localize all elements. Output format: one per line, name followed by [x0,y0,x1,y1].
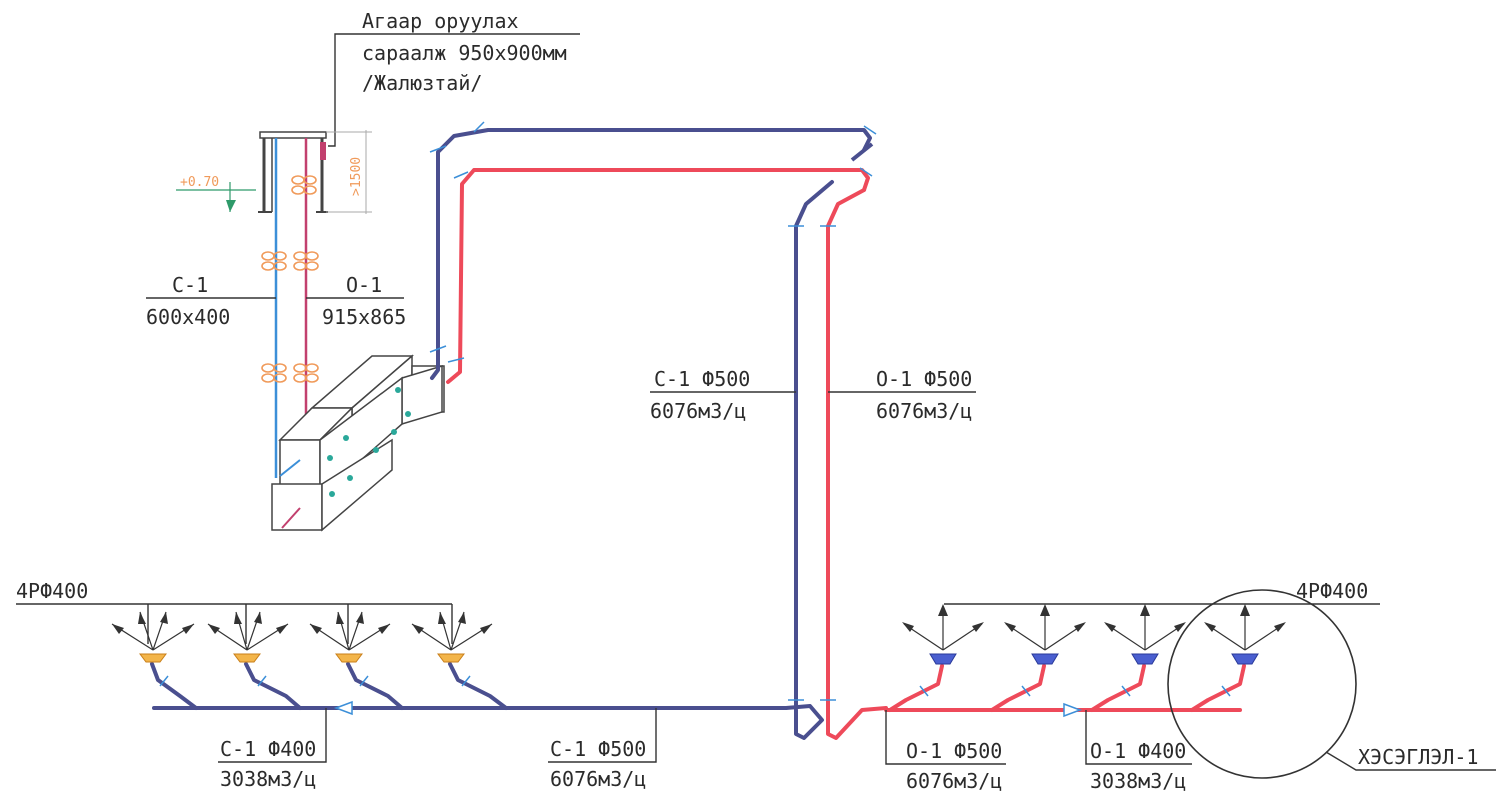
supply-diffuser-3 [309,611,404,710]
diffuser-right-label: 4РФ400 [1296,579,1368,603]
s1-vertical-size: 600x400 [146,305,230,329]
height-dim-text: >1500 [349,157,364,196]
return-grille-3 [1090,604,1186,712]
return-grille-2 [990,604,1086,712]
o1-branch-label: О-1 Ф400 [1090,739,1186,763]
s1-branch-leader [218,708,327,763]
elevation-mark: +0.70 [176,175,256,212]
s1-main-label: С-1 Ф500 [550,737,646,761]
supply-diffuser-4 [411,611,508,710]
s1-vertical-label: С-1 [172,273,208,297]
supply-diffuser-1 [111,611,198,710]
o1-branch-leader [1085,710,1192,765]
o1-main-leader [885,710,1006,765]
return-riser-top [826,188,866,702]
o1-branch-flow: 3038м3/ц [1090,769,1186,793]
o1-vertical-size: 915x865 [322,305,406,329]
o1-vertical-label: О-1 [346,273,382,297]
detail-callout-label: ХЭСЭГЛЭЛ-1 [1358,745,1478,769]
supply-diffuser-2 [207,611,302,710]
s1-branch-label: С-1 Ф400 [220,737,316,761]
insulation-symbols [261,175,319,383]
return-grille-4 [1190,604,1286,712]
intake-louver [258,131,328,213]
return-top-duct [446,168,870,384]
diffuser-left-label: 4РФ400 [16,579,88,603]
s1-riser-flow: 6076м3/ц [650,399,746,423]
s1-main-leader [548,708,657,763]
intake-label-2: сараалж 950x900мм [362,41,567,65]
s1-branch-flow: 3038м3/ц [220,767,316,791]
o1-main-label: О-1 Ф500 [906,739,1002,763]
o1-riser-label: О-1 Ф500 [876,367,972,391]
intake-label-1: Агаар оруулах [362,9,519,33]
s1-riser-label: С-1 Ф500 [654,367,750,391]
height-dimension: >1500 [326,130,372,214]
intake-label-3: /Жалюзтай/ [362,71,482,95]
return-grille-1 [888,604,984,712]
o1-main-flow: 6076м3/ц [906,769,1002,793]
supply-diffusers [111,611,508,710]
return-grilles [888,604,1286,712]
supply-damper [850,142,874,162]
s1-main-flow: 6076м3/ц [550,767,646,791]
detail-callout-leader [1325,751,1496,771]
air-handling-unit [271,354,445,532]
supply-top-duct [430,128,872,380]
supply-riser-bottom [784,698,824,740]
o1-riser-flow: 6076м3/ц [876,399,972,423]
supply-flow-arrow [333,700,353,716]
detail-callout-circle [1167,589,1357,779]
elevation-text: +0.70 [180,175,219,190]
return-riser-bottom [826,698,888,740]
supply-riser-top [794,180,834,702]
intake-leader [328,33,580,147]
duct-joint-ticks [159,121,1231,701]
return-flow-arrow [1063,702,1083,718]
